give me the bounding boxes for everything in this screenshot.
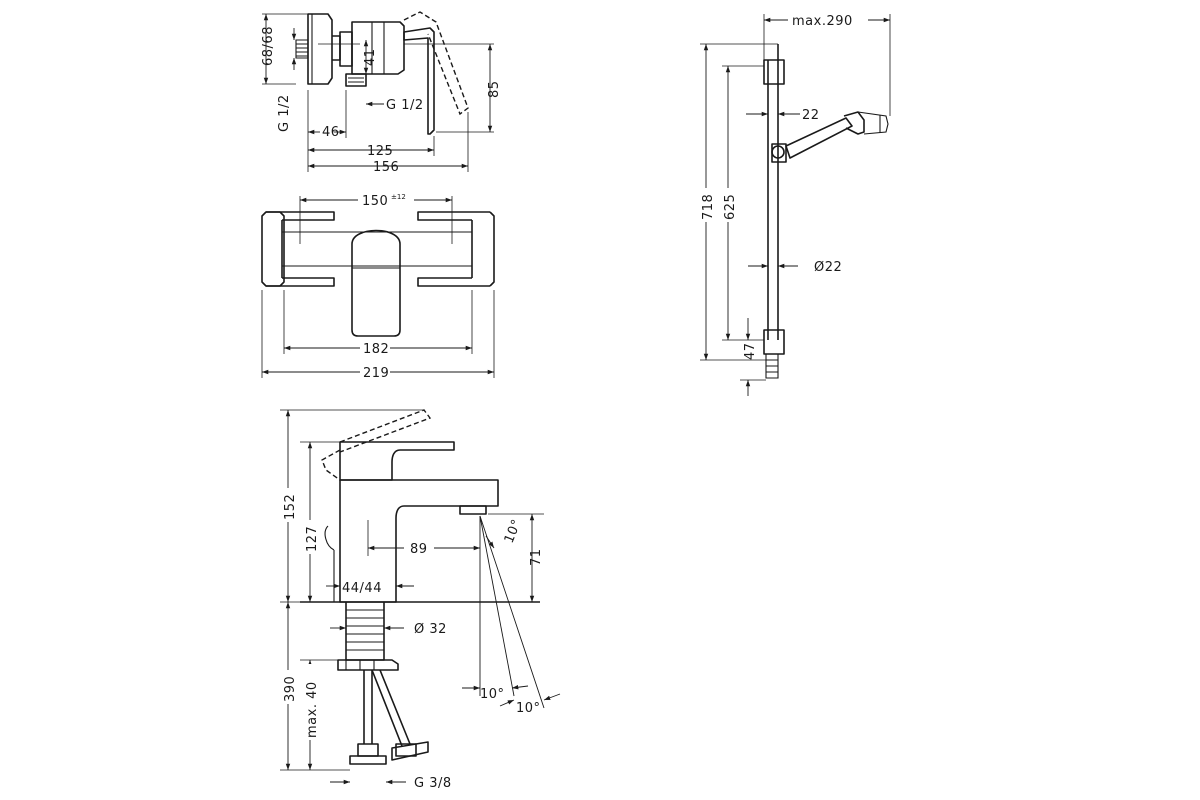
dim-150-tolerance: ±12 [391, 193, 406, 201]
dim-d22: Ø22 [814, 260, 842, 275]
dim-41: 41 [363, 48, 378, 66]
dim-71: 71 [529, 548, 544, 566]
shower-rail: max.290 22 718 625 Ø22 47 [698, 12, 891, 396]
dim-390: 390 [283, 676, 298, 702]
dim-g38: G 3/8 [414, 776, 452, 791]
dim-219: 219 [363, 366, 389, 381]
dim-22: 22 [802, 108, 820, 123]
dim-max290: max.290 [792, 14, 853, 29]
dim-152: 152 [283, 494, 298, 520]
dim-g12-right: G 1/2 [386, 98, 424, 113]
dim-625: 625 [723, 194, 738, 220]
dim-156: 156 [373, 160, 399, 175]
dim-85: 85 [487, 80, 502, 98]
dim-718: 718 [701, 194, 716, 220]
dim-10-deg-c: 10° [516, 701, 541, 716]
shower-mixer-front-view: 150 ±12 182 219 [261, 192, 495, 381]
shower-mixer-side-view: 68/68 G 1/2 41 G 1/2 85 46 125 156 [261, 11, 502, 175]
dim-127: 127 [305, 526, 320, 552]
dim-125: 125 [367, 144, 393, 159]
dim-d32: Ø 32 [414, 622, 447, 637]
dim-182: 182 [363, 342, 389, 357]
basin-mixer-side-view: 152 127 89 10° 71 44/44 Ø 32 390 max. 40… [280, 409, 561, 791]
dim-10-deg-b: 10° [480, 687, 505, 702]
dim-max40: max. 40 [305, 681, 320, 738]
dim-89: 89 [410, 542, 428, 557]
dim-10-deg-a: 10° [502, 517, 525, 545]
dim-68-68: 68/68 [261, 26, 276, 66]
dim-46: 46 [322, 125, 340, 140]
dim-47: 47 [743, 342, 758, 360]
dim-44-44: 44/44 [342, 581, 382, 596]
dim-150: 150 [362, 194, 388, 209]
dim-g12-left: G 1/2 [277, 94, 292, 132]
